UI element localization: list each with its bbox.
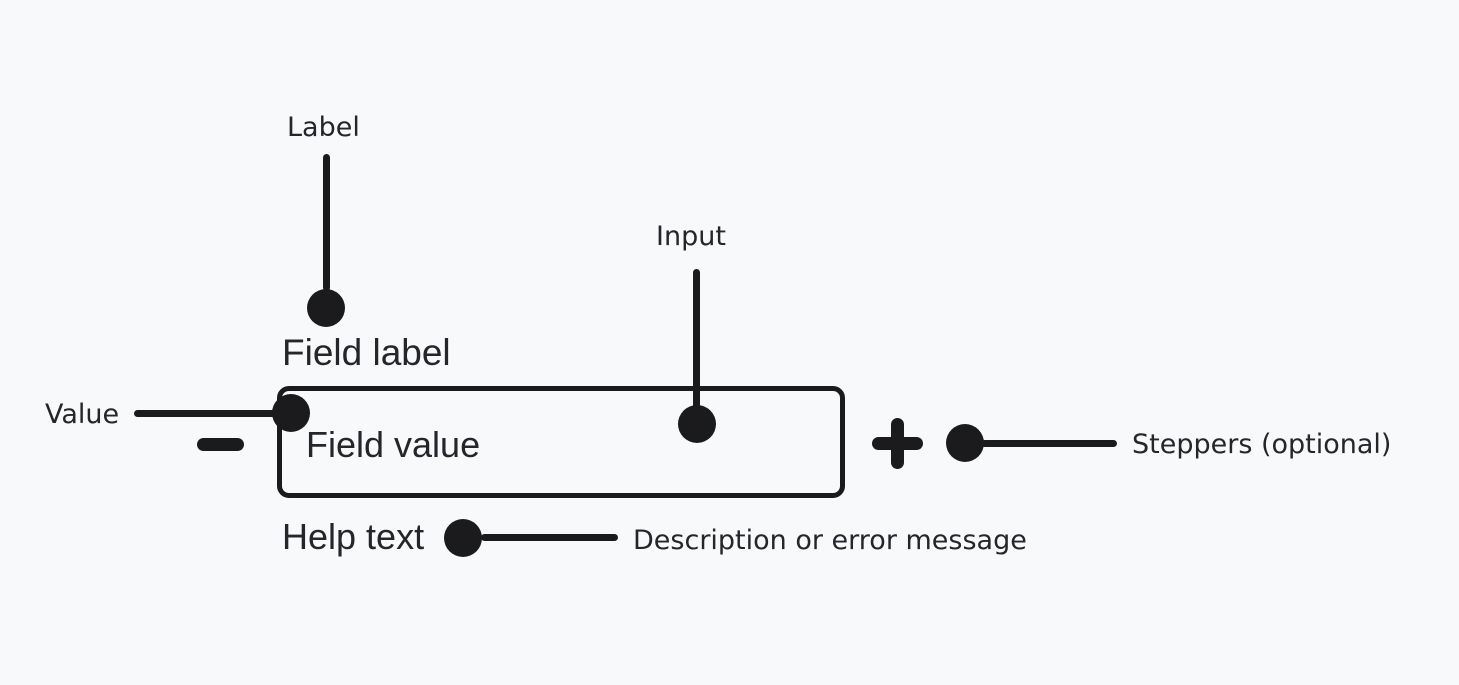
number-input-field[interactable] <box>277 386 845 498</box>
value-connector-dot <box>272 394 310 432</box>
steppers-connector-line <box>981 440 1117 447</box>
label-annotation: Label <box>287 112 360 143</box>
value-connector-line <box>134 410 277 417</box>
field-value: Field value <box>306 424 481 465</box>
steppers-connector-dot <box>946 424 984 462</box>
label-connector-dot <box>307 289 345 327</box>
input-annotation: Input <box>656 221 726 252</box>
help-text: Help text <box>282 516 425 557</box>
minus-stepper-icon[interactable] <box>197 438 244 451</box>
help-connector-line <box>481 534 618 541</box>
label-connector-line <box>323 154 330 291</box>
description-annotation: Description or error message <box>633 525 1027 556</box>
value-annotation: Value <box>45 399 120 430</box>
steppers-annotation: Steppers (optional) <box>1132 429 1392 460</box>
help-connector-dot <box>444 519 482 557</box>
plus-stepper-icon[interactable] <box>872 418 923 469</box>
field-label: Field label <box>282 332 451 373</box>
input-connector-dot <box>678 405 716 443</box>
input-connector-line <box>693 269 700 409</box>
